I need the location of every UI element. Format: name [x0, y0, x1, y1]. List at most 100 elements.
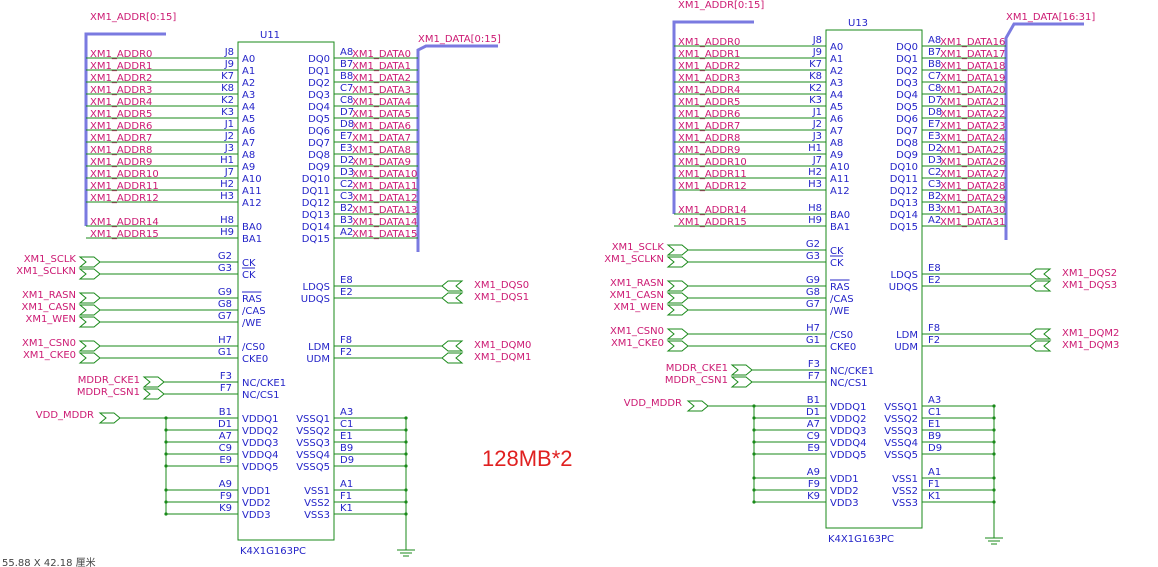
signal-net-label: XM1_CKE0 [611, 338, 664, 349]
data-net-label: XM1_DATA1 [352, 61, 411, 72]
data-net-label: XM1_DATA24 [940, 133, 1005, 144]
pin-number: K8 [809, 71, 822, 82]
pin-name: LDM [896, 330, 918, 341]
pin-name: A6 [830, 114, 843, 125]
pin-number: A3 [340, 407, 353, 418]
pin-number: G7 [806, 299, 820, 310]
data-net-label: XM1_DATA15 [352, 229, 417, 240]
pin-number: E8 [928, 263, 941, 274]
pin-name: DQ0 [308, 54, 330, 65]
pin-number: F8 [340, 335, 352, 346]
pin-name: VSS3 [892, 498, 918, 509]
pin-number: J8 [812, 35, 822, 46]
data-net-label: XM1_DATA0 [352, 49, 411, 60]
pin-number: J2 [812, 119, 822, 130]
pin-name: /CS0 [242, 342, 265, 353]
chip-refdes: U13 [848, 18, 868, 29]
pin-number: B2 [340, 203, 353, 214]
pin-name: A4 [830, 90, 843, 101]
pin-name: VSSQ2 [884, 414, 918, 425]
pin-number: F3 [808, 359, 820, 370]
pin-number: A1 [928, 467, 941, 478]
pin-name: NC/CKE1 [242, 378, 286, 389]
signal-net-label: MDDR_CKE1 [78, 375, 140, 386]
pin-name: VSS2 [304, 498, 330, 509]
pin-number: F8 [928, 323, 940, 334]
pin-number: B8 [928, 59, 941, 70]
data-net-label: XM1_DATA23 [940, 121, 1005, 132]
pin-number: D1 [218, 419, 232, 430]
pin-number: B7 [928, 47, 941, 58]
pin-name: A12 [242, 198, 262, 209]
pin-name: A10 [242, 174, 262, 185]
pin-name: RAS [830, 282, 850, 293]
pin-number: K9 [807, 491, 820, 502]
pin-name: VDDQ5 [830, 450, 866, 461]
pin-number: E3 [928, 131, 941, 142]
pin-name: VSSQ5 [296, 462, 330, 473]
data-net-label: XM1_DATA19 [940, 73, 1005, 84]
pin-name: A12 [830, 186, 850, 197]
pin-number: A9 [219, 479, 232, 490]
pin-number: E3 [340, 143, 353, 154]
port-connector [666, 292, 689, 304]
pin-number: F9 [808, 479, 820, 490]
signal-net-label: XM1_CSN0 [610, 326, 664, 337]
signal-net-label: MDDR_CSN1 [77, 387, 140, 398]
pin-number: G2 [218, 251, 232, 262]
address-net-label: XM1_ADDR3 [90, 85, 152, 96]
pin-number: C2 [928, 167, 941, 178]
pin-number: K3 [221, 107, 234, 118]
pin-name: A1 [242, 66, 255, 77]
data-bus-label: XM1_DATA[16:31] [1006, 12, 1095, 23]
data-net-label: XM1_DATA21 [940, 97, 1005, 108]
pin-name: DQ3 [308, 90, 330, 101]
pin-name: VDD2 [242, 498, 271, 509]
data-net-label: XM1_DATA29 [940, 193, 1005, 204]
address-net-label: XM1_ADDR6 [678, 109, 740, 120]
pin-name: VDDQ4 [830, 438, 866, 449]
address-net-label: XM1_ADDR4 [90, 97, 152, 108]
pin-name: VDDQ1 [242, 414, 278, 425]
pin-name: A3 [830, 78, 843, 89]
data-net-label: XM1_DATA20 [940, 85, 1005, 96]
pin-name: DQ2 [896, 66, 918, 77]
pin-name: DQ15 [890, 222, 918, 233]
port-connector [78, 316, 101, 328]
pin-name: DQ3 [896, 78, 918, 89]
pin-name: VDDQ2 [242, 426, 278, 437]
pin-name: A11 [242, 186, 262, 197]
pin-number: B7 [340, 59, 353, 70]
address-net-label: XM1_ADDR2 [678, 61, 740, 72]
pin-number: J9 [224, 59, 234, 70]
pin-name: A2 [242, 78, 255, 89]
data-net-label: XM1_DATA16 [940, 37, 1005, 48]
port-connector [441, 340, 464, 352]
pin-number: B1 [219, 407, 232, 418]
pin-number: C7 [928, 71, 941, 82]
pin-name: VDDQ5 [242, 462, 278, 473]
chip-part-number: K4X1G163PC [240, 546, 306, 557]
address-net-label: XM1_ADDR10 [678, 157, 747, 168]
address-net-label: XM1_ADDR8 [90, 145, 152, 156]
pin-name: CK [242, 270, 256, 281]
pin-name: LDQS [891, 270, 919, 281]
pin-number: H3 [808, 179, 822, 190]
port-connector [666, 328, 689, 340]
port-connector [78, 256, 101, 268]
pin-name: A5 [242, 114, 255, 125]
data-net-label: XM1_DATA3 [352, 85, 411, 96]
pin-number: D3 [928, 155, 942, 166]
pin-number: E2 [928, 275, 941, 286]
address-net-label: XM1_ADDR5 [90, 109, 152, 120]
pin-name: DQ6 [308, 126, 330, 137]
data-bus [416, 44, 498, 252]
pin-name: VDD1 [242, 486, 271, 497]
address-net-label: XM1_ADDR9 [90, 157, 152, 168]
pin-name: A10 [830, 162, 850, 173]
address-net-label: XM1_ADDR7 [678, 121, 740, 132]
pin-name: DQ10 [890, 162, 918, 173]
chip-body [825, 29, 923, 529]
